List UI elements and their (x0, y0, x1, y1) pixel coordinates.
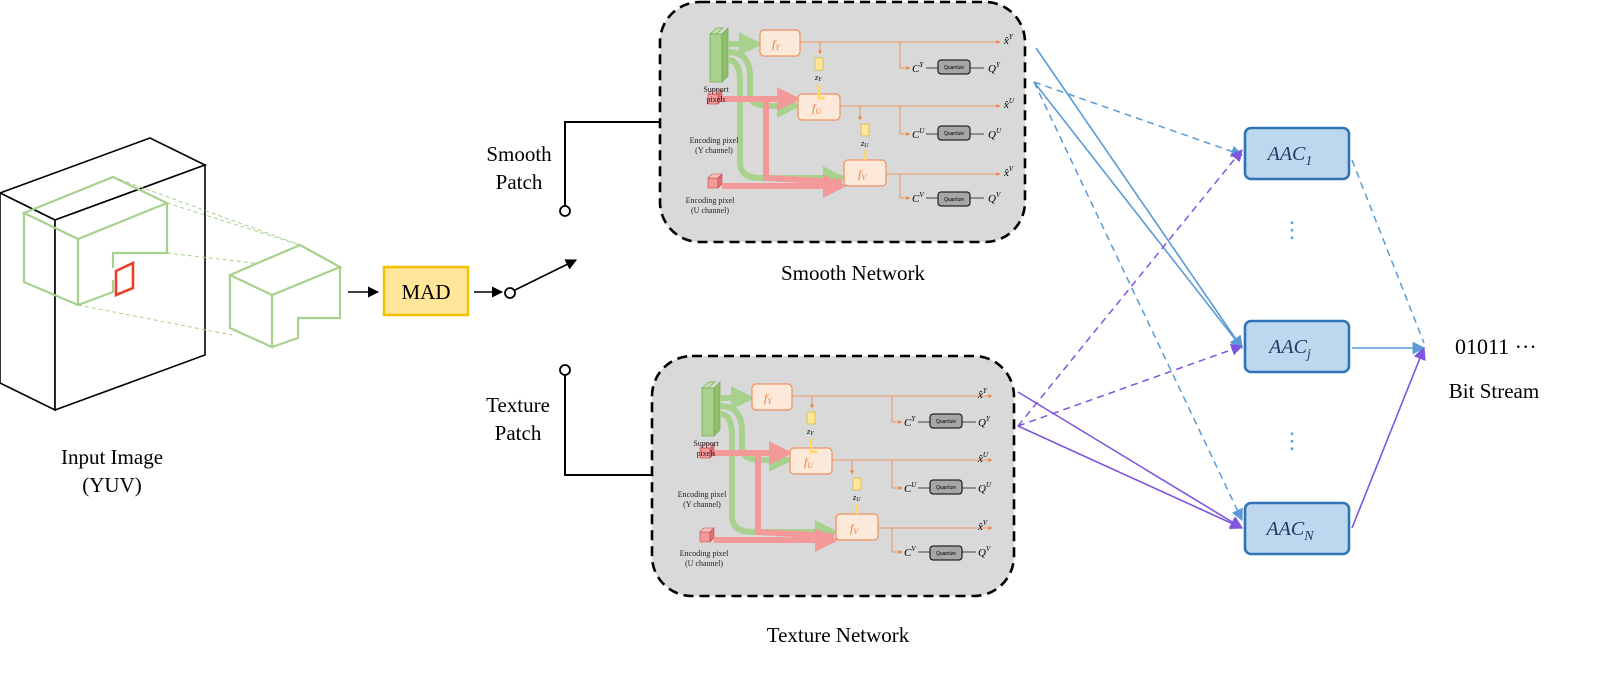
bitstream-bits: 01011 ··· (1455, 334, 1537, 359)
svg-text:CY: CY (912, 61, 924, 75)
svg-text:Encoding pixel: Encoding pixel (690, 136, 739, 145)
aac-dots-lower: ⋮ (1281, 428, 1303, 453)
svg-text:(U channel): (U channel) (691, 206, 729, 215)
bitstream-label: Bit Stream (1449, 379, 1539, 403)
texture-patch-label-line2: Patch (495, 421, 542, 445)
svg-text:pixels: pixels (706, 95, 725, 104)
svg-text:fY: fY (764, 391, 773, 406)
aac-box-n: AACN (1243, 501, 1351, 556)
network-to-aac-arrows (1017, 47, 1244, 530)
svg-text:AAC1: AAC1 (1266, 143, 1313, 169)
texture-network: Support pixels Encoding pixel (Y channel… (650, 354, 1016, 598)
svg-text:Quantize: Quantize (936, 485, 956, 491)
svg-text:QY: QY (988, 61, 1001, 75)
svg-text:QV: QV (988, 191, 1001, 205)
input-image-label-line2: (YUV) (82, 473, 141, 497)
smooth-network: Support pixels Encoding pixel (Y channel… (658, 0, 1027, 244)
svg-text:x̂Y: x̂Y (1003, 33, 1014, 47)
svg-text:x̂V: x̂V (1003, 165, 1014, 179)
svg-text:(U channel): (U channel) (685, 559, 723, 568)
svg-text:AACN: AACN (1264, 518, 1314, 544)
svg-text:CV: CV (904, 545, 916, 559)
svg-text:Encoding pixel: Encoding pixel (678, 490, 727, 499)
svg-text:AACj: AACj (1267, 336, 1311, 362)
svg-text:CU: CU (904, 481, 917, 495)
svg-text:zU: zU (860, 139, 869, 149)
aac-to-bitstream-arrows (1351, 159, 1426, 529)
svg-text:Quantize: Quantize (944, 65, 964, 71)
smooth-patch-label-line2: Patch (496, 170, 543, 194)
smooth-network-label: Smooth Network (781, 261, 926, 285)
svg-text:CY: CY (904, 415, 916, 429)
input-image-label-line1: Input Image (61, 445, 163, 469)
svg-text:zY: zY (806, 427, 814, 437)
svg-text:QY: QY (978, 415, 991, 429)
aac-dots-upper: ⋮ (1281, 217, 1303, 242)
patch-switch (504, 121, 660, 476)
svg-text:zU: zU (852, 493, 861, 503)
extracted-patch (227, 243, 343, 349)
svg-text:Quantize: Quantize (936, 419, 956, 425)
input-image-cube (0, 137, 301, 412)
svg-text:Quantize: Quantize (944, 197, 964, 203)
svg-text:fV: fV (858, 167, 867, 182)
svg-text:fY: fY (772, 37, 781, 52)
smooth-patch-label-line1: Smooth (486, 142, 552, 166)
svg-text:Encoding pixel: Encoding pixel (686, 196, 735, 205)
aac-box-1: AAC1 (1243, 126, 1351, 181)
svg-text:Support: Support (703, 85, 729, 94)
svg-text:(Y channel): (Y channel) (695, 146, 733, 155)
svg-text:QV: QV (978, 545, 991, 559)
mad-box (382, 265, 470, 317)
svg-text:Quantize: Quantize (944, 131, 964, 137)
svg-text:CV: CV (912, 191, 924, 205)
texture-patch-label-line1: Texture (486, 393, 550, 417)
svg-text:x̂Y: x̂Y (977, 387, 988, 401)
svg-text:zY: zY (814, 73, 822, 83)
svg-text:(Y channel): (Y channel) (683, 500, 721, 509)
svg-text:x̂V: x̂V (977, 519, 988, 533)
svg-text:QU: QU (988, 127, 1002, 141)
svg-text:x̂U: x̂U (977, 451, 989, 465)
svg-text:fU: fU (812, 101, 822, 116)
aac-box-j: AACj (1243, 319, 1351, 374)
svg-text:fU: fU (804, 455, 814, 470)
svg-text:fV: fV (850, 521, 859, 536)
svg-text:pixels: pixels (696, 449, 715, 458)
svg-text:Quantize: Quantize (936, 551, 956, 557)
mad-label: MAD (401, 280, 450, 304)
svg-text:QU: QU (978, 481, 992, 495)
svg-text:x̂U: x̂U (1003, 97, 1015, 111)
svg-text:CU: CU (912, 127, 925, 141)
svg-text:Encoding pixel: Encoding pixel (680, 549, 729, 558)
svg-text:Support: Support (693, 439, 719, 448)
texture-network-label: Texture Network (767, 623, 910, 647)
